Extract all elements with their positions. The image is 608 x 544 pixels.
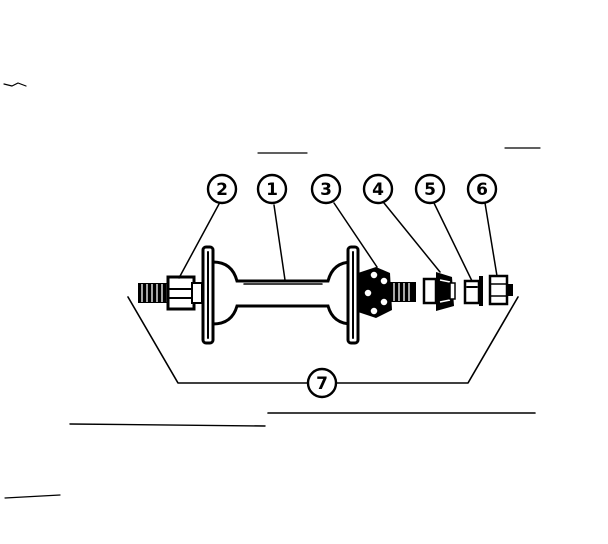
callout-6: 6: [466, 173, 498, 205]
leader-5: [433, 202, 473, 282]
callout-6-label: 6: [476, 180, 488, 200]
right-flange: [346, 245, 360, 345]
callout-3: 3: [310, 173, 342, 205]
axle-nut: [488, 274, 513, 306]
callout-7-label: 7: [316, 374, 328, 394]
callout-2: 2: [206, 173, 238, 205]
callout-4: 4: [362, 173, 394, 205]
leader-lines: [178, 202, 498, 282]
callout-1-label: 1: [266, 180, 278, 200]
scan-marks: [3, 82, 541, 499]
leader-2: [178, 203, 220, 279]
callout-2-label: 2: [216, 180, 228, 200]
kit-bracket: [127, 296, 519, 384]
leader-6: [484, 202, 498, 277]
bearing-cone: [358, 267, 392, 318]
callout-3-label: 3: [320, 180, 332, 200]
hub-assembly: [138, 245, 513, 345]
left-flange: [201, 245, 215, 345]
callout-5-label: 5: [424, 180, 436, 200]
hub-body: [211, 260, 354, 326]
leader-4: [383, 202, 441, 273]
callout-1: 1: [256, 173, 288, 205]
spacer-washer: [463, 276, 483, 306]
callout-4-label: 4: [372, 180, 384, 200]
left-axle-thread: [138, 283, 172, 303]
leader-3: [333, 202, 378, 268]
left-cone-nut: [166, 275, 203, 311]
leader-1: [273, 204, 286, 281]
locknut-washer: [422, 272, 456, 311]
callout-7: 7: [306, 367, 338, 399]
right-axle-thread: [390, 282, 416, 302]
callout-5: 5: [414, 173, 446, 205]
